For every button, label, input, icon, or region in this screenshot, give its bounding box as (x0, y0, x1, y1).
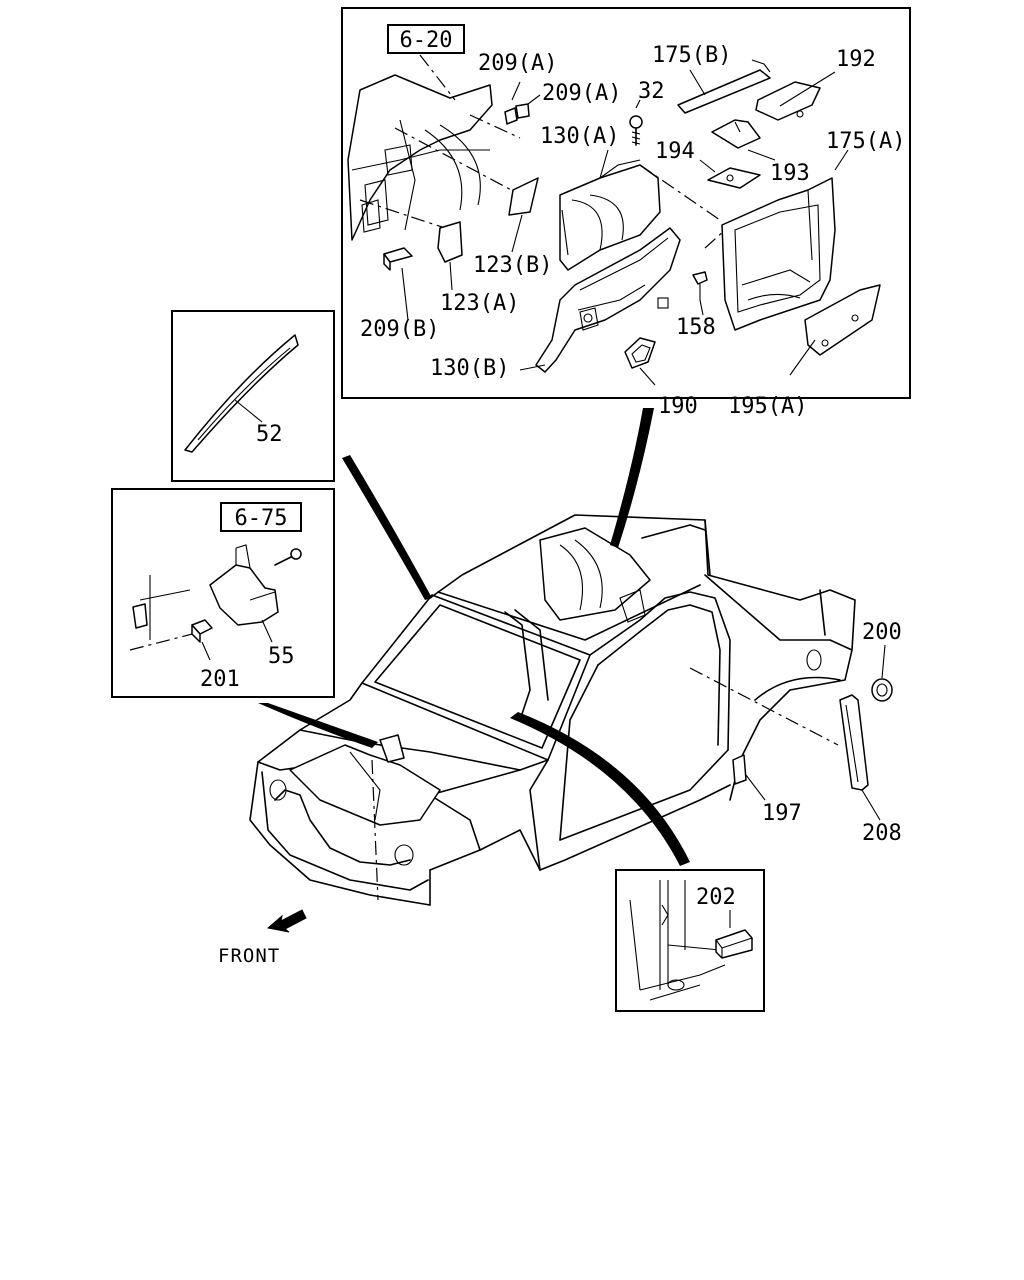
part-label-192: 192 (836, 47, 876, 72)
detail-box-52: 52 (171, 310, 335, 482)
part-label-123b: 123(B) (473, 253, 552, 278)
part-label-175b: 175(B) (652, 43, 731, 68)
part-label-209a: 209(A) (478, 51, 557, 76)
part-label-190: 190 (658, 394, 698, 419)
part-label-209b: 209(B) (360, 317, 439, 342)
part-label-130a: 130(A) (540, 124, 619, 149)
reference-box-6-20 (387, 24, 465, 54)
part-label-55: 55 (268, 644, 295, 669)
front-arrow-icon (266, 909, 307, 933)
reference-6-75: 6-75 (235, 506, 288, 531)
part-label-52: 52 (256, 422, 283, 447)
vehicle-body (249, 514, 856, 906)
part-label-130b: 130(B) (430, 356, 509, 381)
part-label-123a: 123(A) (440, 291, 519, 316)
callout-pointer (510, 712, 690, 866)
part-label-209a: 209(A) (542, 81, 621, 106)
front-label: FRONT (218, 945, 280, 967)
detail-box-rear-trim: 6-20 (341, 7, 911, 419)
reference-box-6-75 (220, 502, 302, 532)
part-label-175a: 175(A) (826, 129, 905, 154)
part-label-195a: 195(A) (728, 394, 807, 419)
side-parts: 200 208 197 (689, 620, 902, 846)
detail-box-202: 202 (615, 869, 765, 1012)
reference-6-20: 6-20 (400, 28, 453, 53)
part-label-194: 194 (655, 139, 695, 164)
part-label-202: 202 (696, 885, 736, 910)
screw-icon (629, 115, 643, 146)
front-direction-indicator: FRONT (218, 909, 307, 967)
callout-pointer (258, 703, 378, 748)
part-label-208: 208 (862, 821, 902, 846)
grommet-icon (871, 678, 893, 702)
part-label-200: 200 (862, 620, 902, 645)
screw-icon (274, 548, 302, 566)
part-label-193: 193 (770, 161, 810, 186)
callout-pointer (610, 408, 654, 548)
callout-pointer (342, 455, 432, 600)
detail-box-55: 6-75 55 201 (111, 488, 335, 698)
part-label-32: 32 (638, 79, 665, 104)
grommet-icon (624, 337, 656, 369)
part-label-197: 197 (762, 801, 802, 826)
part-label-201: 201 (200, 667, 240, 692)
part-label-158: 158 (676, 315, 716, 340)
